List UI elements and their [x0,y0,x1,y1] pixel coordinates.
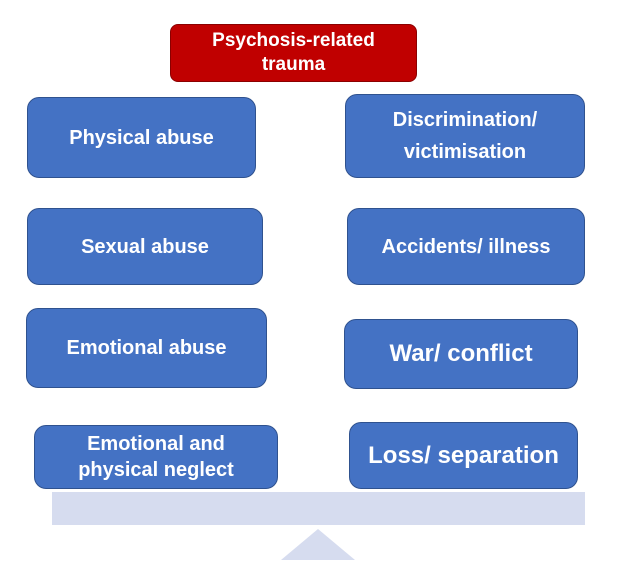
accidents-illness-label: Accidents/ illness [381,235,551,258]
emotional-physical-neglect-box: Emotional and physical neglect [34,425,278,489]
scale-fulcrum [281,529,355,560]
discrimination-victimisation-box: Discrimination/ victimisation [345,94,585,178]
emotional-abuse-box: Emotional abuse [26,308,267,388]
neglect-label-line-1: Emotional and [87,433,225,455]
scale-beam [52,492,585,525]
title-box: Psychosis-related trauma [170,24,417,82]
sexual-abuse-box: Sexual abuse [27,208,263,285]
title-line-1: Psychosis-related [212,30,375,52]
emotional-abuse-label: Emotional abuse [66,337,227,359]
sexual-abuse-label: Sexual abuse [81,235,209,258]
war-conflict-box: War/ conflict [344,319,578,389]
physical-abuse-label: Physical abuse [69,126,214,149]
physical-abuse-box: Physical abuse [27,97,256,178]
war-conflict-label: War/ conflict [389,340,533,368]
discrimination-label-line-1: Discrimination/ [392,109,538,131]
title-line-2: trauma [261,54,326,75]
loss-separation-box: Loss/ separation [349,422,578,489]
accidents-illness-box: Accidents/ illness [347,208,585,285]
loss-separation-label: Loss/ separation [368,441,559,469]
discrimination-label-line-2: victimisation [403,141,527,163]
neglect-label-line-2: physical neglect [78,459,234,481]
